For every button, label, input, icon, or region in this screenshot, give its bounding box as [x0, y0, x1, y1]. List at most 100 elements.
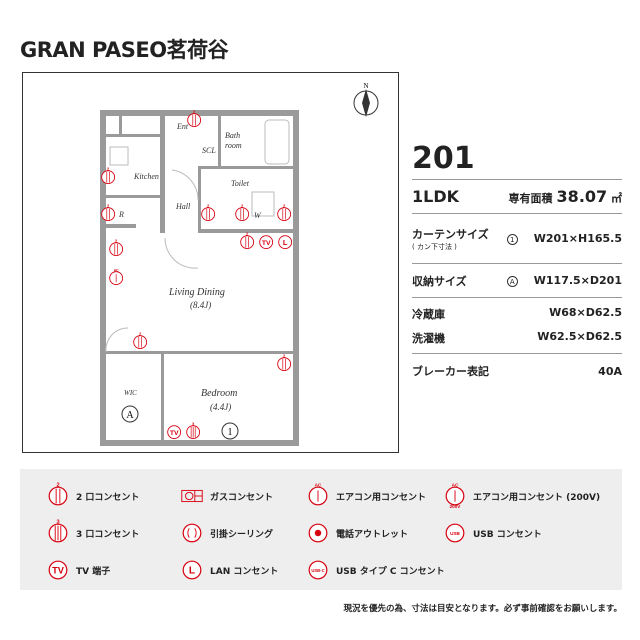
ac-outlet-icon: AC — [109, 268, 124, 286]
svg-text:3: 3 — [56, 520, 59, 526]
legend-label: 電話アウトレット — [336, 529, 409, 540]
legend-item-gas-outlet: ガスコンセント — [180, 483, 273, 509]
legend-label: エアコン用コンセント (200V) — [473, 492, 601, 503]
svg-text:USB: USB — [450, 531, 460, 536]
svg-text:AC: AC — [114, 268, 119, 272]
svg-text:2: 2 — [246, 231, 249, 236]
ceiling-hook-icon — [182, 523, 202, 543]
fridge-value: W68×D62.5 — [549, 305, 622, 319]
svg-text:A: A — [126, 410, 134, 421]
outlet-2-icon: 2 — [235, 203, 250, 222]
storage-marker: A — [121, 405, 139, 423]
compass-icon: N — [353, 82, 379, 117]
legend-item-ac-outlet-200v: AC 200V エアコン用コンセント (200V) — [443, 483, 600, 509]
area-value: 38.07 — [556, 187, 608, 206]
outlet-2-icon: 2 — [133, 331, 148, 350]
svg-text:N: N — [363, 82, 368, 90]
legend-label: エアコン用コンセント — [336, 492, 427, 503]
phone-outlet-icon — [308, 523, 328, 543]
legend-label: 2 口コンセント — [76, 492, 140, 503]
legend-label: 引掛シーリング — [210, 529, 274, 540]
svg-text:2: 2 — [193, 109, 196, 114]
tv-terminal-icon: TV — [167, 425, 182, 440]
svg-text:200V: 200V — [450, 504, 462, 509]
legend-label: USB タイプ C コンセント — [336, 566, 445, 577]
breaker-label: ブレーカー表記 — [412, 365, 489, 378]
washer-value: W62.5×D62.5 — [537, 329, 622, 343]
outlet-2-icon: 2 — [101, 166, 116, 185]
svg-text:USB-C: USB-C — [311, 568, 324, 573]
lan-outlet-icon: L — [182, 560, 202, 580]
curtain-sub: ( カン下寸法 ) — [412, 242, 457, 251]
legend-label: USB コンセント — [473, 529, 542, 540]
legend-item-ceiling-hook: 引掛シーリング — [180, 520, 273, 546]
outlet-3-icon: 3 — [186, 421, 201, 440]
curtain-mark: 1 — [506, 234, 518, 245]
usb-outlet-icon: USB — [445, 523, 465, 543]
washer-size-label: 洗濯機 — [412, 331, 445, 345]
tv-terminal-icon: TV — [48, 560, 68, 580]
svg-text:L: L — [189, 566, 195, 577]
svg-text:2: 2 — [283, 353, 286, 358]
area-label: 専有面積 — [508, 192, 553, 205]
room-label-bedroom: Bedroom — [201, 388, 237, 399]
room-label-bath-2: room — [225, 141, 242, 150]
room-label-bath: Bath — [225, 131, 240, 140]
legend-label: LAN コンセント — [210, 566, 279, 577]
property-title: GRAN PASEO茗荷谷 — [20, 38, 229, 62]
svg-text:2: 2 — [56, 483, 59, 489]
legend-label: ガスコンセント — [210, 492, 274, 503]
outlet-2-icon: 2 — [277, 353, 292, 372]
curtain-value: W201×H165.5 — [533, 232, 622, 245]
legend-item-ac-outlet: AC エアコン用コンセント — [306, 483, 426, 509]
breaker-row: ブレーカー表記 40A — [412, 354, 622, 388]
outlet-3-icon: 3 — [48, 520, 68, 543]
legend: 2 2 口コンセント ガスコンセント AC エアコン用コンセント AC 200V エアコン用コ… — [20, 469, 622, 590]
svg-text:TV: TV — [52, 566, 65, 576]
svg-text:L: L — [283, 238, 288, 247]
room-label-entrance: Ent — [176, 122, 189, 131]
svg-text:1: 1 — [228, 427, 233, 438]
room-label-living: Living Dining — [168, 287, 225, 298]
ac-outlet-200v-icon: AC 200V — [445, 483, 465, 509]
fixtures — [105, 119, 290, 353]
layout-type: 1LDK — [412, 187, 460, 206]
legend-item-outlet-2: 2 2 口コンセント — [46, 483, 139, 509]
washer-label: W — [254, 211, 262, 220]
storage-value: W117.5×D201 — [533, 274, 622, 287]
outlet-2-icon: 2 — [277, 203, 292, 222]
legend-item-usb-c-outlet: USB-C USB タイプ C コンセント — [306, 557, 445, 583]
svg-text:2: 2 — [241, 203, 244, 208]
curtain-label: カーテンサイズ — [412, 227, 489, 241]
svg-text:2: 2 — [283, 203, 286, 208]
legend-label: 3 口コンセント — [76, 529, 140, 540]
room-number: 201 — [412, 140, 622, 180]
legend-item-usb-outlet: USB USB コンセント — [443, 520, 542, 546]
legend-item-outlet-3: 3 3 口コンセント — [46, 520, 139, 546]
room-size-bedroom: (4.4J) — [210, 402, 231, 412]
svg-text:TV: TV — [262, 240, 271, 247]
area-unit: ㎡ — [611, 192, 622, 205]
lan-outlet-icon: L — [278, 235, 293, 250]
legend-label: TV 端子 — [76, 566, 111, 577]
curtain-marker: 1 — [221, 422, 239, 440]
storage-label: 収納サイズ — [412, 274, 467, 288]
room-label-toilet: Toilet — [231, 179, 250, 188]
svg-text:2: 2 — [107, 203, 110, 208]
tv-terminal-icon: TV — [259, 235, 274, 250]
gas-outlet-icon — [181, 489, 203, 503]
outlet-2-icon: 2 — [201, 203, 216, 222]
ac-outlet-icon: AC — [308, 483, 328, 506]
svg-text:2: 2 — [139, 331, 142, 336]
room-label-kitchen: Kitchen — [133, 172, 159, 181]
refrigerator-label: R — [118, 210, 124, 219]
svg-text:3: 3 — [192, 421, 195, 426]
floorplan-frame — [22, 72, 399, 453]
svg-text:AC: AC — [452, 483, 459, 488]
outlet-2-icon: 2 — [48, 483, 68, 506]
breaker-value: 40A — [598, 364, 622, 378]
